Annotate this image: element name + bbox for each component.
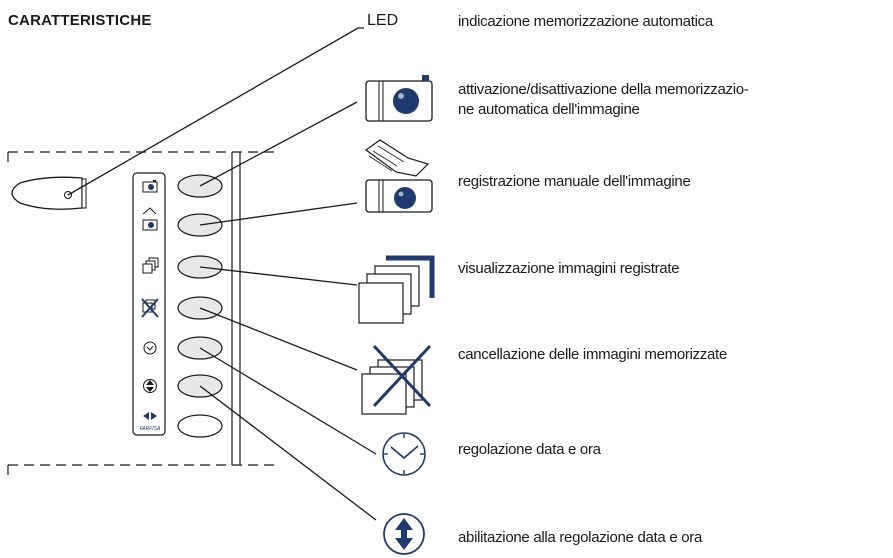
desc-auto-memory: indicazione memorizzazione automatica xyxy=(458,13,713,30)
leader-auto-memory xyxy=(199,101,358,187)
desc-enable-date-time: abilitazione alla regolazione data e ora xyxy=(458,529,703,546)
strip-camera-icon xyxy=(142,180,158,193)
desc-view-images: visualizzazione immagini registrate xyxy=(458,260,680,277)
desc-toggle-auto-memory: attivazione/disattivazione della memoriz… xyxy=(458,81,749,118)
strip-up-down-icon xyxy=(143,379,157,393)
leader-view-images xyxy=(199,266,358,286)
strip-hand-camera-icon xyxy=(142,207,158,231)
up-down-arrows-icon xyxy=(383,513,425,555)
clock-icon xyxy=(382,432,426,476)
stacked-images-icon xyxy=(358,255,435,324)
leader-led xyxy=(67,27,364,196)
leader-date-time xyxy=(199,347,377,455)
leader-enable-date-time xyxy=(199,385,377,521)
strip-crossed-images-icon xyxy=(141,298,159,318)
crossed-images-icon xyxy=(361,344,432,415)
svg-text:FARFISA: FARFISA xyxy=(140,426,161,432)
led-label: LED xyxy=(367,12,399,29)
hand-camera-icon xyxy=(364,139,433,213)
strip-stacked-images-icon xyxy=(142,257,159,274)
desc-date-time: regolazione data e ora xyxy=(458,441,601,458)
desc-manual-record: registrazione manuale dell'immagine xyxy=(458,173,691,190)
page-title: CARATTERISTICHE xyxy=(8,12,152,29)
leader-manual-record xyxy=(199,202,358,226)
leader-delete-images xyxy=(199,307,358,371)
desc-delete-images: cancellazione delle immagini memorizzate xyxy=(458,346,727,363)
led-lens xyxy=(11,176,87,210)
leader-lines xyxy=(67,27,377,521)
farfisa-logo: FARFISA xyxy=(140,412,161,432)
camera-icon xyxy=(365,75,433,122)
button-blank[interactable] xyxy=(177,414,223,438)
strip-clock-icon xyxy=(143,341,157,355)
